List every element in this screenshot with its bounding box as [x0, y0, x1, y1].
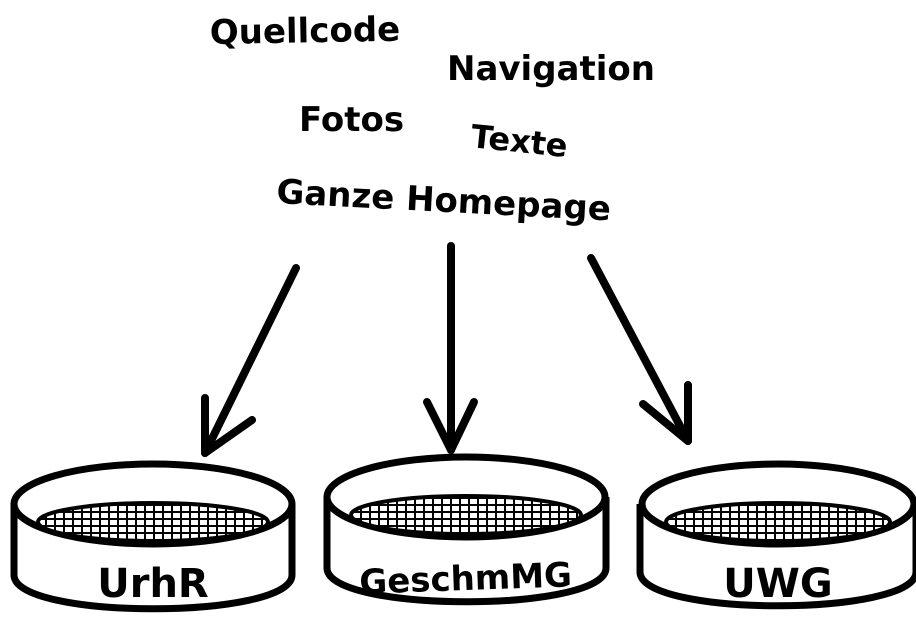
- word-ganze-homepage: Ganze Homepage: [276, 172, 612, 229]
- sieve-label-geschmmg: GeschmMG: [359, 555, 573, 602]
- arrow-right: [587, 254, 692, 445]
- arrow-left: [201, 264, 300, 457]
- sieve-label-urhr: UrhR: [97, 561, 208, 607]
- word-texte: Texte: [469, 117, 569, 165]
- sieve-mesh-geschmmg: [349, 494, 583, 536]
- arrow-center: [423, 242, 478, 454]
- word-navigation: Navigation: [447, 49, 655, 89]
- sieve-geschmmg: GeschmMG: [323, 453, 610, 606]
- sieve-uwg: UWG: [636, 460, 916, 610]
- sieve-mesh-urhr: [36, 501, 270, 543]
- content-words: Quellcode Navigation Fotos Texte Ganze H…: [209, 10, 655, 230]
- arrows: [201, 242, 692, 457]
- sieve-mesh-uwg: [664, 501, 892, 543]
- word-fotos: Fotos: [299, 100, 404, 140]
- word-quellcode: Quellcode: [209, 10, 400, 53]
- sieve-label-uwg: UWG: [723, 561, 832, 607]
- sieve-urhr: UrhR: [10, 460, 296, 613]
